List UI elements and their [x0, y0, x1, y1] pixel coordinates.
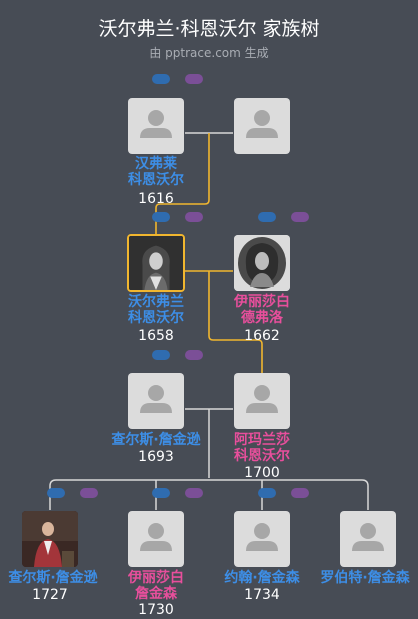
tag-badge[interactable]: [185, 488, 203, 498]
person-card-selected[interactable]: [127, 234, 185, 292]
birth-year: 1727: [32, 587, 68, 603]
birth-year: 1658: [138, 328, 174, 344]
person-card[interactable]: [128, 373, 184, 429]
tag-badge[interactable]: [152, 488, 170, 498]
person-silhouette-icon: [246, 385, 278, 413]
person-silhouette-icon: [140, 385, 172, 413]
person-silhouette-icon: [352, 523, 384, 551]
tree-title: 沃尔弗兰·科恩沃尔 家族树: [98, 18, 320, 40]
person-name[interactable]: 约翰·詹金森: [224, 570, 300, 586]
tag-badge[interactable]: [80, 488, 98, 498]
person-card[interactable]: [234, 98, 290, 154]
tag-badge[interactable]: [152, 212, 170, 222]
tree-subtitle: 由 pptrace.com 生成: [149, 46, 269, 60]
person-name[interactable]: 沃尔弗兰 科恩沃尔: [128, 294, 184, 326]
person-name[interactable]: 伊丽莎白 德弗洛: [234, 294, 290, 326]
person-name[interactable]: 罗伯特·詹金森: [320, 570, 410, 586]
tag-badge[interactable]: [152, 74, 170, 84]
tag-badge[interactable]: [152, 350, 170, 360]
person-card[interactable]: [22, 511, 78, 567]
tag-badge[interactable]: [291, 488, 309, 498]
person-card[interactable]: [234, 235, 290, 291]
person-name[interactable]: 查尔斯·詹金逊: [8, 570, 98, 586]
person-card[interactable]: [340, 511, 396, 567]
person-name[interactable]: 阿玛兰莎 科恩沃尔: [234, 432, 290, 464]
children-bus: [49, 479, 369, 510]
person-card[interactable]: [128, 98, 184, 154]
birth-year: 1662: [244, 328, 280, 344]
tag-badge[interactable]: [185, 212, 203, 222]
tag-badge[interactable]: [258, 488, 276, 498]
tag-badge[interactable]: [258, 212, 276, 222]
portrait-photo: [129, 236, 183, 290]
person-card[interactable]: [234, 373, 290, 429]
person-name[interactable]: 伊丽莎白 詹金森: [128, 570, 184, 602]
tag-badge[interactable]: [185, 74, 203, 84]
person-name[interactable]: 汉弗莱 科恩沃尔: [128, 156, 184, 188]
person-silhouette-icon: [140, 110, 172, 138]
person-silhouette-icon: [140, 523, 172, 551]
birth-year: 1700: [244, 465, 280, 481]
person-card[interactable]: [234, 511, 290, 567]
portrait-photo: [234, 235, 290, 291]
person-card[interactable]: [128, 511, 184, 567]
lineage-line: [208, 271, 263, 373]
lineage-line: [155, 133, 210, 234]
person-silhouette-icon: [246, 523, 278, 551]
birth-year: 1693: [138, 449, 174, 465]
tag-badge[interactable]: [185, 350, 203, 360]
birth-year: 1730: [138, 602, 174, 618]
person-name[interactable]: 查尔斯·詹金逊: [111, 432, 201, 448]
person-silhouette-icon: [246, 110, 278, 138]
tag-badge[interactable]: [47, 488, 65, 498]
birth-year: 1616: [138, 191, 174, 207]
birth-year: 1734: [244, 587, 280, 603]
portrait-photo: [22, 511, 78, 567]
tag-badge[interactable]: [291, 212, 309, 222]
